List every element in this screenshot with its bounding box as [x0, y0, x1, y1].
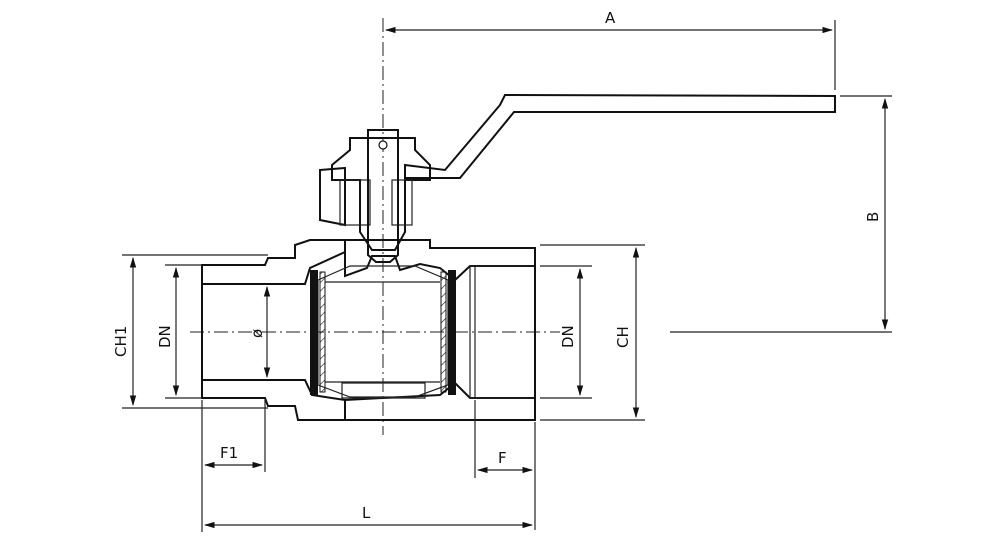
left-end: [201, 239, 346, 421]
dim-CH: [540, 244, 645, 421]
seats: [310, 270, 456, 395]
label-B: B: [864, 212, 882, 222]
label-DN-left: DN: [156, 325, 174, 348]
valve-body: [344, 239, 536, 421]
dim-L: [201, 472, 534, 532]
label-DN-right: DN: [559, 325, 577, 348]
label-CH1: CH1: [112, 326, 130, 357]
label-diameter: ø: [248, 329, 266, 338]
label-F: F: [498, 449, 507, 467]
dim-DN-right: [540, 265, 592, 399]
label-A: A: [605, 9, 616, 27]
dim-DN-left: [165, 264, 202, 399]
dim-CH1: [122, 254, 268, 409]
dim-A: [384, 20, 836, 90]
stem-assembly: [319, 129, 431, 263]
label-F1: F1: [220, 444, 238, 462]
dim-F: [474, 400, 536, 530]
label-L: L: [362, 504, 371, 522]
label-CH: CH: [614, 326, 632, 348]
dim-F1: [201, 400, 266, 472]
dim-B: [670, 95, 892, 333]
lever-handle: [404, 93, 836, 179]
